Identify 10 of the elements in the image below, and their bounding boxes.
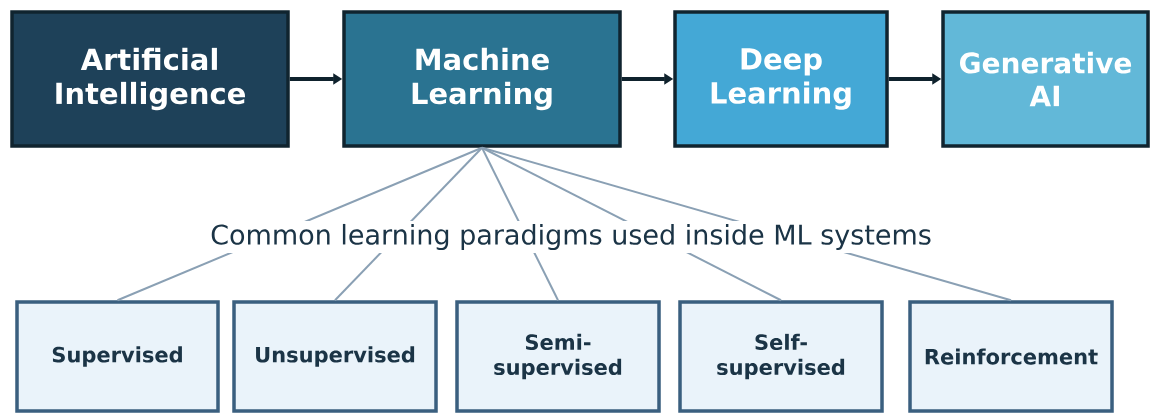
section-caption: Common learning paradigms used inside ML systems (207, 220, 935, 254)
concept-box: Machine Learning (342, 10, 622, 148)
concept-box: Generative AI (941, 10, 1150, 148)
paradigm-box: Semi- supervised (455, 300, 661, 413)
concept-box: Artificial Intelligence (10, 10, 290, 148)
paradigm-box: Supervised (15, 300, 220, 413)
paradigm-box: Unsupervised (232, 300, 438, 413)
concept-box: Deep Learning (673, 10, 889, 148)
paradigm-box: Self- supervised (678, 300, 884, 413)
paradigm-box: Reinforcement (908, 300, 1114, 413)
